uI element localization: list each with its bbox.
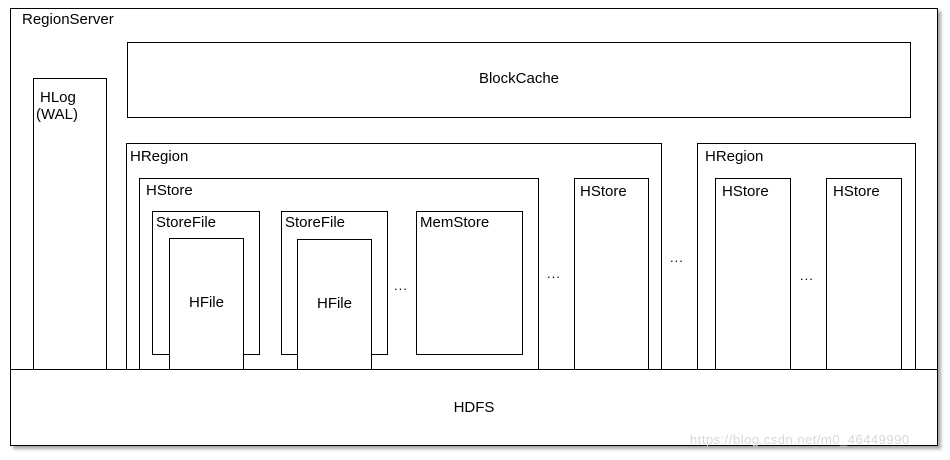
block-cache-box: BlockCache: [127, 42, 911, 118]
hlog-label: HLog: [40, 89, 76, 106]
hregion-label: HRegion: [130, 148, 189, 165]
region-server-label: RegionServer: [22, 11, 114, 28]
hstore-label: HStore: [146, 182, 193, 199]
hstore-ellipsis: ...: [547, 266, 561, 281]
hstore-box: HStore: [574, 178, 649, 383]
hfile-label: HFile: [316, 295, 352, 312]
hlog-wal-label: (WAL): [36, 106, 78, 123]
hfile-box: HFile: [297, 239, 372, 373]
storefile-label: StoreFile: [285, 214, 346, 231]
hfile-box: HFile: [169, 238, 244, 373]
storefile-ellipsis: ...: [394, 278, 408, 293]
region-ellipsis: ...: [670, 250, 684, 265]
block-cache-label: BlockCache: [478, 70, 560, 87]
memstore-label: MemStore: [420, 214, 490, 231]
hstore-box: HStore: [715, 178, 791, 383]
hfile-label: HFile: [188, 294, 224, 311]
hdfs-label: HDFS: [453, 399, 495, 416]
watermark-text: https://blog.csdn.net/m0_46449990: [690, 432, 910, 447]
hstore-label: HStore: [580, 183, 627, 200]
hstore-label: HStore: [722, 183, 769, 200]
storefile-label: StoreFile: [156, 214, 217, 231]
hstore-ellipsis: ...: [800, 268, 814, 283]
hstore-label: HStore: [833, 183, 880, 200]
hdfs-box: HDFS: [10, 369, 938, 446]
memstore-box: MemStore: [416, 211, 523, 355]
hlog-box: HLog (WAL): [33, 78, 107, 378]
hregion-label: HRegion: [705, 148, 764, 165]
hstore-box: HStore: [826, 178, 902, 383]
